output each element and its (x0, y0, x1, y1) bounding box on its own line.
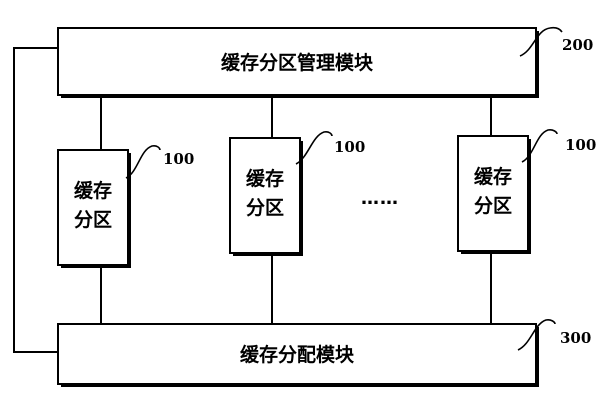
partition-2-ref-number: 100 (334, 138, 365, 156)
partition-1-label-line1: 缓存 (74, 179, 112, 202)
partition-3-label-line2: 分区 (474, 195, 512, 217)
management-module: 缓存分区管理模块 (57, 27, 539, 98)
partition-1-label-line2: 分区 (74, 209, 112, 231)
management-ref-number: 200 (562, 36, 593, 54)
cache-partition-2: 缓存 分区 (229, 137, 303, 256)
feedback-connector (13, 47, 58, 353)
allocation-module: 缓存分配模块 (57, 323, 539, 387)
cache-partition-1: 缓存 分区 (57, 149, 131, 268)
partition-2-label-line1: 缓存 (246, 167, 284, 190)
management-module-label: 缓存分区管理模块 (221, 51, 374, 74)
allocation-ref-leader (517, 319, 556, 351)
partition-2-ref-leader (295, 131, 333, 165)
partition-2-label-line2: 分区 (246, 197, 284, 219)
partition-3-ref-leader (521, 129, 558, 163)
allocation-module-label: 缓存分配模块 (240, 343, 355, 366)
partition-1-ref-number: 100 (163, 150, 194, 168)
ellipsis: …… (361, 188, 399, 209)
management-ref-leader (519, 26, 563, 57)
cache-partition-3: 缓存 分区 (457, 135, 531, 254)
partition-3-label-line1: 缓存 (474, 165, 512, 188)
partition-1-ref-leader (125, 145, 161, 179)
partition-3-ref-number: 100 (565, 136, 596, 154)
allocation-ref-number: 300 (560, 329, 591, 347)
